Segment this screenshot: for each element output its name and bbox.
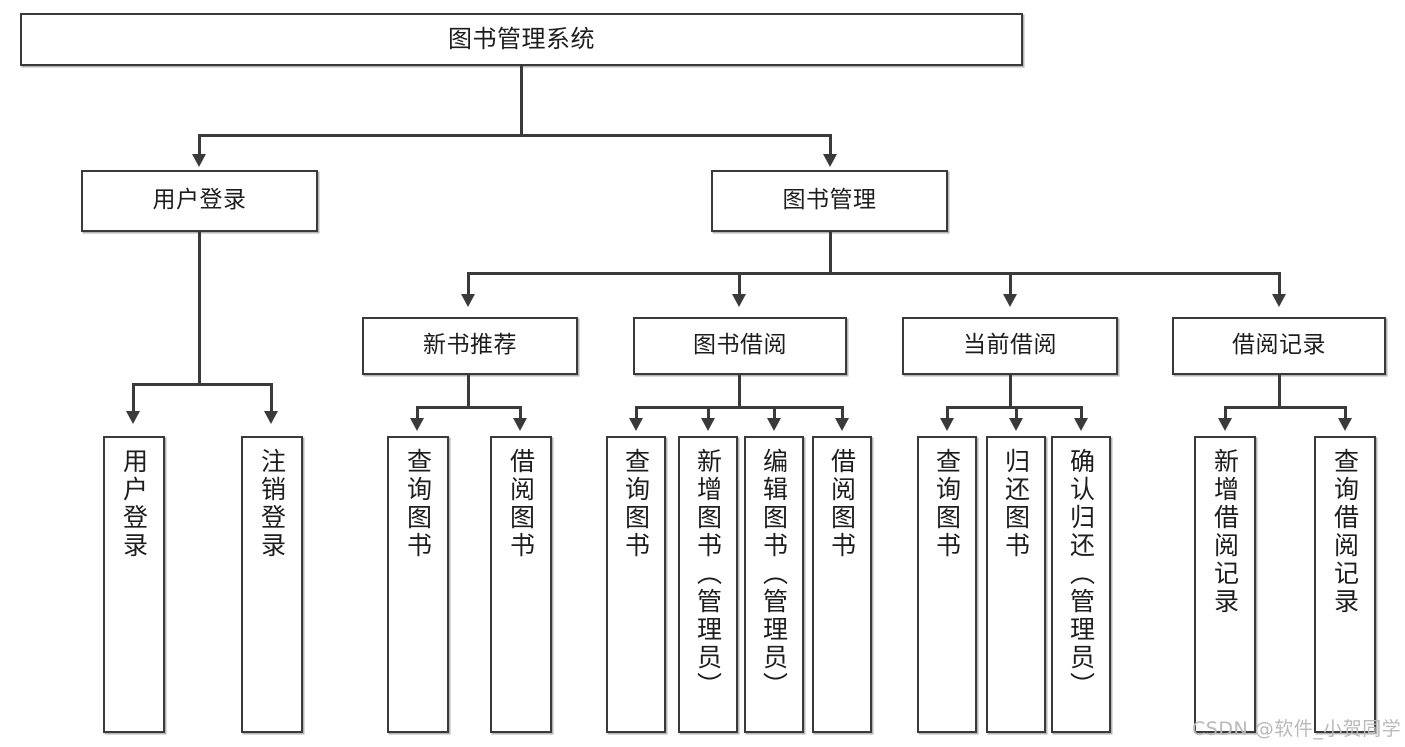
leaf-borrow-book-2-label: 借阅图书 (827, 448, 857, 560)
arrowhead-leaf-confirm-return (1074, 418, 1088, 431)
connector-nbr-drop-1 (416, 406, 419, 420)
connector-root-to-book-manage (829, 134, 832, 156)
arrowhead-leaf-query-record (1338, 418, 1352, 431)
connector-root-stem (520, 66, 523, 136)
arrowhead-leaf-user-login (126, 411, 140, 424)
arrowhead-leaf-return-book (1009, 418, 1023, 431)
leaf-logout-label: 注销登录 (257, 448, 287, 560)
node-book-borrow-label: 图书借阅 (693, 332, 787, 359)
leaf-user-login[interactable]: 用户登录 (103, 436, 165, 733)
connector-book-borrow-bus (635, 406, 843, 409)
connector-book-manage-bus (467, 272, 1280, 275)
leaf-return-book-label: 归还图书 (1001, 448, 1031, 560)
connector-new-book-recommend-stem (467, 375, 470, 408)
leaf-query-record-label: 查询借阅记录 (1330, 448, 1360, 616)
connector-bb-drop-2 (707, 406, 710, 420)
connector-book-manage-drop-4 (1278, 272, 1281, 296)
leaf-user-login-label: 用户登录 (119, 448, 149, 560)
leaf-query-book-1[interactable]: 查询图书 (387, 436, 449, 733)
leaf-confirm-return-label: 确认归还（管理员） (1066, 448, 1096, 700)
node-root-system[interactable]: 图书管理系统 (20, 13, 1023, 66)
connector-cb-drop-1 (946, 406, 949, 420)
leaf-add-record[interactable]: 新增借阅记录 (1194, 436, 1256, 733)
connector-new-book-recommend-bus (416, 406, 521, 409)
leaf-query-book-1-label: 查询图书 (403, 448, 433, 560)
leaf-logout[interactable]: 注销登录 (241, 436, 303, 733)
leaf-borrow-book-1[interactable]: 借阅图书 (490, 436, 552, 733)
connector-borrow-record-stem (1278, 375, 1281, 408)
connector-current-borrow-stem (1009, 375, 1012, 408)
leaf-borrow-book-1-label: 借阅图书 (506, 448, 536, 560)
node-book-borrow[interactable]: 图书借阅 (633, 317, 847, 375)
leaf-add-book-label: 新增图书（管理员） (693, 448, 723, 700)
connector-user-login-drop-1 (132, 383, 135, 413)
connector-book-manage-stem (829, 232, 832, 274)
connector-book-manage-drop-1 (467, 272, 470, 296)
connector-user-login-drop-2 (270, 383, 273, 413)
leaf-edit-book-label: 编辑图书（管理员） (759, 448, 789, 700)
connector-user-login-bus (132, 383, 271, 386)
leaf-query-book-3-label: 查询图书 (932, 448, 962, 560)
node-new-book-recommend[interactable]: 新书推荐 (362, 317, 578, 375)
leaf-add-book[interactable]: 新增图书（管理员） (678, 436, 738, 733)
leaf-query-record[interactable]: 查询借阅记录 (1314, 436, 1376, 733)
node-root-system-label: 图书管理系统 (448, 25, 595, 54)
node-book-manage[interactable]: 图书管理 (711, 170, 948, 232)
leaf-borrow-book-2[interactable]: 借阅图书 (812, 436, 872, 733)
arrowhead-leaf-borrow-book-1 (513, 418, 527, 431)
node-borrow-record-label: 借阅记录 (1232, 332, 1326, 359)
node-borrow-record[interactable]: 借阅记录 (1172, 317, 1386, 375)
arrowhead-leaf-borrow-book-2 (835, 418, 849, 431)
arrowhead-current-borrow (1003, 294, 1017, 307)
connector-borrow-record-bus (1224, 406, 1346, 409)
leaf-return-book[interactable]: 归还图书 (986, 436, 1046, 733)
leaf-confirm-return[interactable]: 确认归还（管理员） (1051, 436, 1111, 733)
arrowhead-book-borrow (732, 294, 746, 307)
arrowhead-to-book-manage (823, 154, 837, 167)
node-current-borrow[interactable]: 当前借阅 (902, 317, 1118, 375)
connector-bb-drop-3 (773, 406, 776, 420)
leaf-add-record-label: 新增借阅记录 (1210, 448, 1240, 616)
connector-user-login-stem (198, 232, 201, 385)
leaf-query-book-2[interactable]: 查询图书 (606, 436, 666, 733)
connector-br-drop-1 (1224, 406, 1227, 420)
connector-cb-drop-2 (1015, 406, 1018, 420)
arrowhead-borrow-record (1272, 294, 1286, 307)
arrowhead-leaf-logout (264, 411, 278, 424)
leaf-query-book-2-label: 查询图书 (621, 448, 651, 560)
arrowhead-to-user-login (192, 154, 206, 167)
node-book-manage-label: 图书管理 (782, 187, 877, 214)
arrowhead-leaf-add-record (1218, 418, 1232, 431)
node-user-login[interactable]: 用户登录 (81, 170, 318, 232)
connector-current-borrow-bus (946, 406, 1082, 409)
connector-root-bus (198, 134, 832, 137)
arrowhead-leaf-edit-book (767, 418, 781, 431)
connector-book-manage-drop-2 (738, 272, 741, 296)
connector-bb-drop-4 (841, 406, 844, 420)
arrowhead-leaf-query-book-3 (940, 418, 954, 431)
connector-bb-drop-1 (635, 406, 638, 420)
arrowhead-new-book-recommend (461, 294, 475, 307)
connector-nbr-drop-2 (519, 406, 522, 420)
connector-root-to-user-login (198, 134, 201, 156)
arrowhead-leaf-query-book-2 (629, 418, 643, 431)
node-current-borrow-label: 当前借阅 (963, 332, 1057, 359)
connector-book-borrow-stem (738, 375, 741, 408)
leaf-query-book-3[interactable]: 查询图书 (917, 436, 977, 733)
leaf-edit-book[interactable]: 编辑图书（管理员） (744, 436, 804, 733)
node-user-login-label: 用户登录 (152, 187, 247, 214)
arrowhead-leaf-add-book (701, 418, 715, 431)
connector-cb-drop-3 (1080, 406, 1083, 420)
arrowhead-leaf-query-book-1 (410, 418, 424, 431)
csdn-watermark: CSDN @软件_小贺同学 (1192, 718, 1402, 740)
connector-book-manage-drop-3 (1009, 272, 1012, 296)
connector-br-drop-2 (1344, 406, 1347, 420)
node-new-book-recommend-label: 新书推荐 (423, 332, 517, 359)
